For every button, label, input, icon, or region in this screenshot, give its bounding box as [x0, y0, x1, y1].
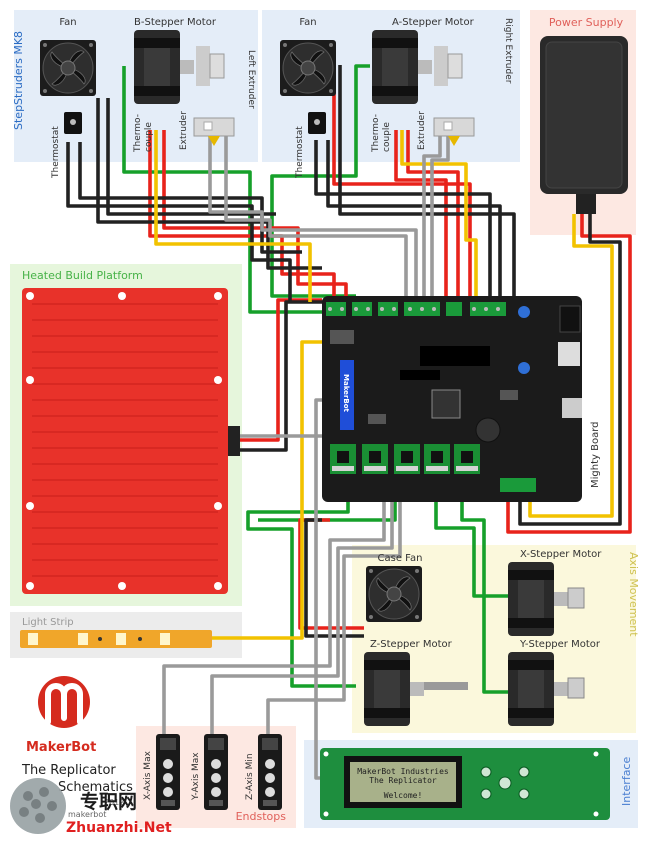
right-fan-label: Fan — [299, 17, 316, 28]
watermark — [10, 778, 66, 834]
right-extruder-heater-label: Extruder — [417, 111, 427, 150]
wire-x-endstop — [162, 494, 386, 738]
wire-z-stepper — [246, 502, 356, 688]
a-stepper-motor — [372, 30, 463, 104]
wire-hbp-thermistor — [238, 300, 332, 452]
endstops-label: Endstops — [236, 810, 287, 823]
wire-power-red — [506, 214, 632, 534]
z-axis-min-label: Z-Axis Min — [245, 753, 255, 800]
power-supply-brick — [540, 36, 628, 214]
wire-a-stepper — [270, 64, 370, 298]
right-extruder-label: Right Extruder — [503, 18, 513, 84]
mighty-board: MakerBot — [322, 296, 582, 502]
z-stepper-motor — [364, 652, 468, 726]
b-stepper-motor — [134, 30, 225, 104]
lcd-line-1: MakerBot Industries — [357, 767, 449, 776]
y-axis-max-label: Y-Axis Max — [191, 752, 201, 801]
x-axis-max-label: X-Axis Max — [143, 750, 153, 800]
y-axis-endstop — [204, 734, 228, 810]
x-axis-endstop — [156, 734, 180, 810]
wire-light-strip — [210, 340, 330, 640]
diagram-date: 2012 — [104, 798, 124, 807]
right-thermo-label: Thermo- — [371, 114, 381, 153]
lcd-line-2: The Replicator — [369, 776, 437, 785]
stepstruders-title: StepStruders MK8 — [12, 31, 25, 130]
right-extruder-nozzle — [433, 117, 475, 146]
wire-y-endstop — [210, 494, 394, 738]
diagram-title: The Replicator — [21, 763, 116, 778]
wiring — [66, 64, 632, 780]
diagram-subtitle: Schematics — [58, 780, 133, 795]
light-strip-label: Light Strip — [22, 617, 74, 628]
interface-label: Interface — [620, 757, 633, 806]
right-thermostat — [308, 112, 326, 134]
y-stepper-motor — [508, 652, 585, 726]
wire-hbp-heat — [238, 298, 322, 442]
right-thermostat-label: Thermostat — [295, 126, 305, 179]
wire-y-stepper — [460, 502, 508, 694]
board-chip-label: MakerBot — [342, 374, 350, 413]
diagram-author: makerbot — [68, 810, 106, 819]
left-thermo-label: Thermo- — [133, 114, 143, 153]
left-extruder-heater-label: Extruder — [179, 111, 189, 150]
left-fan — [39, 39, 97, 97]
left-extruder-label: Left Extruder — [246, 50, 256, 109]
left-extruder-nozzle — [193, 117, 235, 146]
light-strip — [20, 630, 212, 648]
wire-z-endstop — [266, 494, 402, 738]
wire-power-black — [518, 214, 622, 526]
right-couple-label: couple — [382, 122, 392, 152]
power-supply-label: Power Supply — [549, 16, 624, 29]
right-fan — [279, 39, 337, 97]
watermark-cn: 专职网 — [80, 790, 137, 813]
z-axis-endstop — [258, 734, 282, 810]
x-stepper-motor — [508, 562, 585, 636]
x-stepper-label: X-Stepper Motor — [520, 549, 602, 560]
case-fan-label: Case Fan — [378, 553, 423, 564]
left-thermostat — [64, 112, 82, 134]
a-stepper-label: A-Stepper Motor — [392, 17, 475, 28]
interface-board — [320, 748, 610, 820]
mighty-board-label: Mighty Board — [590, 422, 601, 489]
left-couple-label: couple — [144, 122, 154, 152]
brand-wordmark: MakerBot — [26, 740, 96, 755]
makerbot-logo — [38, 676, 90, 728]
y-stepper-label: Y-Stepper Motor — [519, 639, 601, 650]
heated-build-platform — [22, 288, 240, 594]
left-thermostat-label: Thermostat — [51, 126, 61, 179]
z-stepper-label: Z-Stepper Motor — [370, 639, 453, 650]
case-fan — [365, 565, 423, 623]
lcd-line-3: Welcome! — [384, 791, 423, 800]
axis-movement-label: Axis Movement — [627, 552, 640, 637]
watermark-url: Zhuanzhi.Net — [66, 820, 172, 836]
wire-x-stepper — [434, 502, 510, 598]
hbp-label: Heated Build Platform — [22, 269, 143, 282]
left-fan-label: Fan — [59, 17, 76, 28]
b-stepper-label: B-Stepper Motor — [134, 17, 217, 28]
